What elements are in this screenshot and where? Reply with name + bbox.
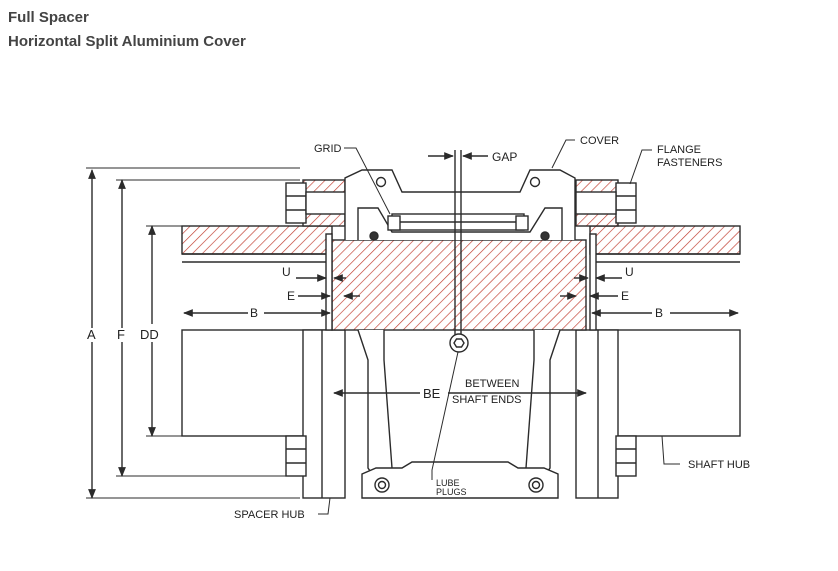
diagram-subtitle: Horizontal Split Aluminium Cover [8, 33, 246, 50]
cover-leg-right [525, 329, 561, 479]
bolt-lower-right [615, 435, 637, 477]
label-shaft-hub: SHAFT HUB [688, 459, 750, 471]
bolt-thread-left [305, 191, 347, 215]
label-u-left: U [282, 265, 291, 279]
cover-leg-left [357, 329, 393, 479]
spacer-section [331, 239, 587, 331]
diagram-title: Full Spacer [8, 9, 89, 26]
label-cover: COVER [580, 135, 619, 147]
label-b-right: B [655, 306, 663, 320]
label-e-right: E [621, 289, 629, 303]
label-shaft-ends: SHAFT ENDS [452, 394, 521, 406]
label-b-left: B [250, 306, 258, 320]
shaft-hub-right-section [589, 225, 741, 255]
cover-lower [361, 461, 559, 499]
label-f: F [117, 327, 125, 342]
lube-plug [449, 333, 469, 353]
flange-left-lower [302, 329, 346, 499]
bolt-lower-left [285, 435, 307, 477]
label-spacer-hub: SPACER HUB [234, 509, 305, 521]
label-between: BETWEEN [465, 378, 519, 390]
label-fasteners: FASTENERS [657, 157, 722, 169]
label-dd: DD [140, 327, 159, 342]
label-u-right: U [625, 265, 634, 279]
bolt-head-right [615, 182, 637, 224]
flange-right-lower [575, 329, 619, 499]
label-lube: LUBE [436, 478, 460, 488]
label-plugs: PLUGS [436, 487, 467, 497]
label-gap: GAP [492, 150, 517, 164]
bolt-head-left [285, 182, 307, 224]
label-be: BE [423, 386, 441, 401]
label-a: A [87, 327, 96, 342]
bolt-thread-right [575, 191, 617, 215]
label-grid: GRID [314, 143, 342, 155]
label-flange: FLANGE [657, 144, 701, 156]
shaft-hub-left-section [181, 225, 333, 255]
label-e-left: E [287, 289, 295, 303]
